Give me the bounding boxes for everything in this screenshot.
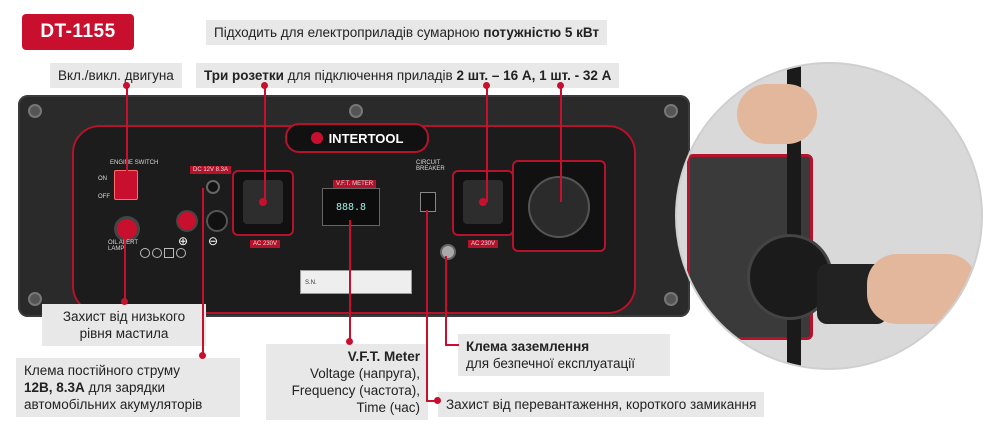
vft-line-2: Frequency (частота), [291,383,420,398]
dc-line-3: автомобільних акумуляторів [24,397,203,412]
sockets-label: Три розетки для підключення приладів 2 ш… [196,63,620,88]
socket-face [528,176,590,238]
dc-bold: 12В, 8.3А [24,380,85,395]
ac-caption-1: AC 230V [250,240,281,248]
engine-switch-label: Вкл./викл. двигуна [50,63,182,88]
vft-line-1: Voltage (напруга), [309,366,420,381]
engine-switch-toggle[interactable] [114,170,138,200]
leader-line [202,188,204,358]
ac-socket-16a-1[interactable] [232,170,294,236]
breaker-caption: CIRCUIT BREAKER [416,160,445,172]
model-badge: DT-1155 [22,14,134,50]
leader-line [445,344,459,346]
brand-logo: INTERTOOL [285,123,429,153]
on-caption: ON [98,176,107,182]
sn-caption: S.N. [305,280,317,286]
logo-icon [310,132,323,144]
ac-socket-32a[interactable] [512,160,606,252]
leader-line [349,220,351,344]
ground-label: Клема заземлення для безпечної експлуата… [458,334,670,376]
screw-icon [349,104,363,118]
leader-line [560,84,562,202]
product-photo [675,62,983,370]
leader-line [445,256,447,346]
cert-icon [176,248,186,258]
minus-icon: ⊖ [208,234,219,248]
socket-face [243,180,283,224]
sockets-spec: 2 шт. – 16 А, 1 шт. - 32 А [456,68,612,83]
oil-line-1: Захист від низького [62,309,186,324]
dc-line-1: Клема постійного струму [24,363,181,378]
leader-dot [483,82,490,89]
screw-icon [28,292,42,306]
screw-icon [664,104,678,118]
leader-dot [261,82,268,89]
serial-plate: S.N. [300,270,412,294]
dc-caption: DC 12V 8.3A [190,166,232,174]
screw-icon [28,104,42,118]
oil-protection-label: Захист від низького рівня мастила [42,304,206,346]
ground-bold: Клема заземлення [466,339,590,354]
oil-alert-lamp [114,216,140,242]
circuit-breaker-switch[interactable] [420,192,436,212]
screw-icon [664,292,678,306]
certification-icons [140,248,192,258]
vft-label: V.F.T. Meter Voltage (напруга), Frequenc… [266,344,428,420]
power-text: Підходить для електроприладів сумарною [214,25,484,40]
vft-title: V.F.T. Meter [347,349,420,364]
oil-alert-caption: OIL ALERT LAMP [108,240,138,252]
ac-caption-2: AC 230V [468,240,499,248]
dc-line-2: 12В, 8.3А для зарядки [24,379,232,396]
leader-line [426,400,438,402]
leader-dot [123,82,130,89]
ac-socket-16a-2[interactable] [452,170,514,236]
socket-pin [479,198,487,206]
ground-terminal[interactable] [440,244,456,260]
cert-icon [164,248,174,258]
off-caption: OFF [98,194,110,200]
dc-terminal-label: Клема постійного струму 12В, 8.3А для за… [16,358,240,417]
vft-meter-display: 888.8 [322,188,380,226]
sockets-mid: для підключення приладів [283,68,457,83]
dc-negative-terminal[interactable] [206,210,228,232]
logo-text: INTERTOOL [328,130,404,146]
leader-dot [557,82,564,89]
leader-line [486,84,488,202]
vft-caption: V.F.T. METER [333,180,377,188]
engine-switch-caption: ENGINE SWITCH [110,160,159,166]
dc-positive-terminal[interactable] [176,210,198,232]
leader-line [264,84,266,202]
leader-line [426,210,428,402]
leader-line [126,84,128,172]
socket-face [463,180,503,224]
vft-line-3: Time (час) [356,400,420,415]
socket-pin [259,198,267,206]
leader-dot [434,397,441,404]
ground-line-2: для безпечної експлуатації [466,356,636,371]
leader-dot [199,352,206,359]
power-bold: потужністю 5 кВт [483,25,600,40]
cert-icon [152,248,162,258]
dc-rest: для зарядки [84,380,166,395]
leader-line [124,230,126,304]
oil-line-2: рівня мастила [79,326,169,341]
breaker-label: Захист від перевантаження, короткого зам… [438,392,765,417]
cert-icon [140,248,150,258]
sockets-bold: Три розетки [204,68,284,83]
dc-fuse[interactable] [206,180,220,194]
leader-dot [346,338,353,345]
hand [737,84,817,144]
power-label: Підходить для електроприладів сумарною п… [206,20,608,45]
leader-dot [121,298,128,305]
hand [867,254,977,324]
plus-icon: ⊕ [178,234,189,248]
